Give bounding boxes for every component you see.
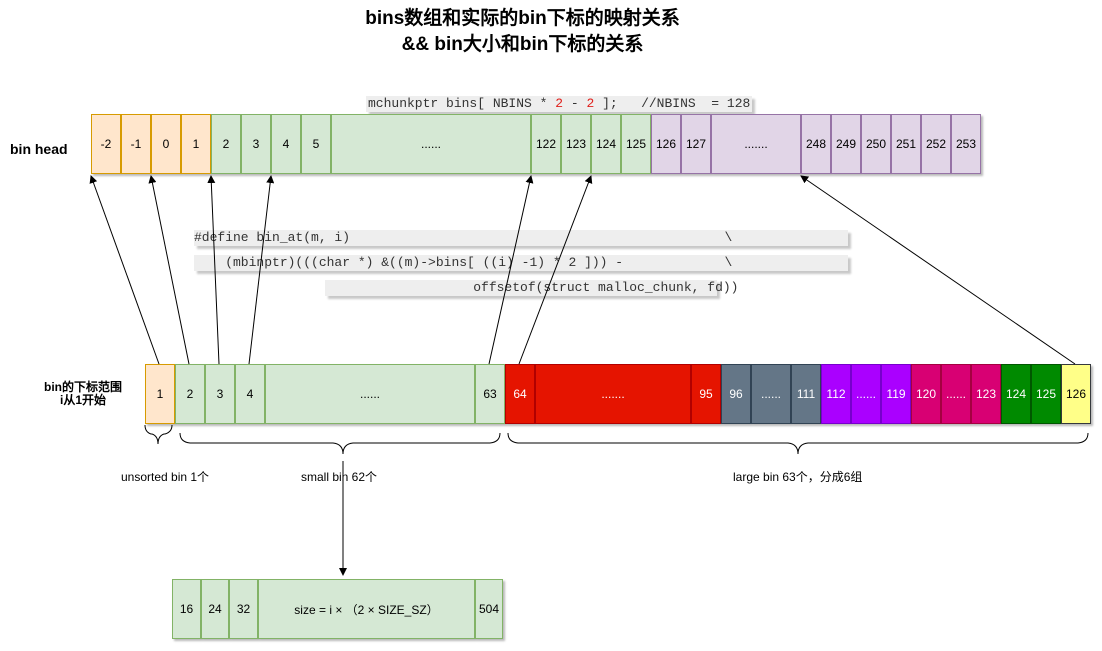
bin-index-cell: ......	[751, 364, 791, 424]
size-table-cell: size = i × （2 × SIZE_SZ）	[258, 579, 475, 639]
bin-index-cell: ......	[851, 364, 881, 424]
bin-index-cell: 125	[1031, 364, 1061, 424]
bins-declaration: mchunkptr bins[ NBINS * 2 - 2 ]; //NBINS…	[366, 96, 753, 112]
bin-head-cell: 5	[301, 114, 331, 174]
macro-line-1: #define bin_at(m, i) \	[194, 230, 848, 246]
brace-unsorted	[144, 424, 173, 445]
bin-index-label-line1: bin的下标范围	[44, 380, 122, 394]
bin-index-cell: 1	[145, 364, 175, 424]
bin-index-cell: 64	[505, 364, 535, 424]
bin-index-label: bin的下标范围 i从1开始	[44, 381, 122, 407]
decl-prefix: mchunkptr bins[ NBINS *	[368, 96, 556, 111]
bin-index-cell: 96	[721, 364, 751, 424]
arrow-bin64	[518, 175, 593, 365]
bin-head-label: bin head	[10, 141, 68, 157]
bin-index-cell: 3	[205, 364, 235, 424]
large-bin-label: large bin 63个，分成6组	[733, 470, 863, 484]
arrow-bin126	[800, 175, 1076, 365]
decl-number-2: 2	[586, 96, 595, 111]
bin-head-cell: 252	[921, 114, 951, 174]
bin-head-cell: 0	[151, 114, 181, 174]
bin-head-cell: .......	[711, 114, 801, 174]
arrow-bin63	[488, 175, 534, 365]
size-table-cell: 504	[475, 579, 503, 639]
bin-index-cell: 120	[911, 364, 941, 424]
arrow-bin2	[148, 175, 190, 365]
bin-head-cell: 125	[621, 114, 651, 174]
decl-number-1: 2	[555, 96, 564, 111]
brace-large	[507, 432, 1089, 455]
diagram-title-line2: && bin大小和bin下标的关系	[401, 34, 644, 55]
decl-suffix: ]; //NBINS = 128	[594, 96, 751, 111]
bin-index-label-line2: i从1开始	[59, 393, 106, 407]
bin-head-cell: 250	[861, 114, 891, 174]
bin-index-cell: ......	[265, 364, 475, 424]
arrow-bin1	[89, 175, 160, 365]
bin-head-cell: 3	[241, 114, 271, 174]
bin-head-cell: 122	[531, 114, 561, 174]
bin-index-cell: 63	[475, 364, 505, 424]
bin-head-cell: 1	[181, 114, 211, 174]
bin-index-cell: 119	[881, 364, 911, 424]
bin-head-cell: 127	[681, 114, 711, 174]
bin-index-cell: 126	[1061, 364, 1091, 424]
bin-index-cell: 112	[821, 364, 851, 424]
bin-head-cell: 2	[211, 114, 241, 174]
bin-index-cell: 2	[175, 364, 205, 424]
macro-line-3: offsetof(struct malloc_chunk, fd))	[325, 280, 739, 296]
arrow-bin3	[207, 175, 220, 365]
bin-index-cell: 111	[791, 364, 821, 424]
bin-head-cell: 249	[831, 114, 861, 174]
bin-head-cell: -2	[91, 114, 121, 174]
bin-head-cell: 4	[271, 114, 301, 174]
bin-head-cell: 248	[801, 114, 831, 174]
macro-line-2: (mbinptr)(((char *) &((m)->bins[ ((i) -1…	[194, 255, 848, 271]
bin-index-cell: .......	[535, 364, 691, 424]
unsorted-bin-label: unsorted bin 1个	[121, 470, 210, 484]
brace-small	[179, 432, 501, 455]
bin-head-cell: 124	[591, 114, 621, 174]
bin-index-cell: 124	[1001, 364, 1031, 424]
decl-operator: -	[563, 96, 587, 111]
small-bin-label: small bin 62个	[301, 470, 378, 484]
bin-head-cell: ......	[331, 114, 531, 174]
bin-index-cell: 95	[691, 364, 721, 424]
arrow-bin4	[248, 175, 275, 365]
bin-head-cell: 253	[951, 114, 981, 174]
bin-head-cell: 126	[651, 114, 681, 174]
bin-index-cell: ......	[941, 364, 971, 424]
size-table-cell: 32	[229, 579, 258, 639]
bin-index-cell: 123	[971, 364, 1001, 424]
bin-head-cell: 251	[891, 114, 921, 174]
bin-head-cell: 123	[561, 114, 591, 174]
bin-index-cell: 4	[235, 364, 265, 424]
size-table-cell: 16	[172, 579, 201, 639]
size-table-cell: 24	[201, 579, 229, 639]
bin-head-cell: -1	[121, 114, 151, 174]
diagram-title-line1: bins数组和实际的bin下标的映射关系	[365, 8, 680, 29]
